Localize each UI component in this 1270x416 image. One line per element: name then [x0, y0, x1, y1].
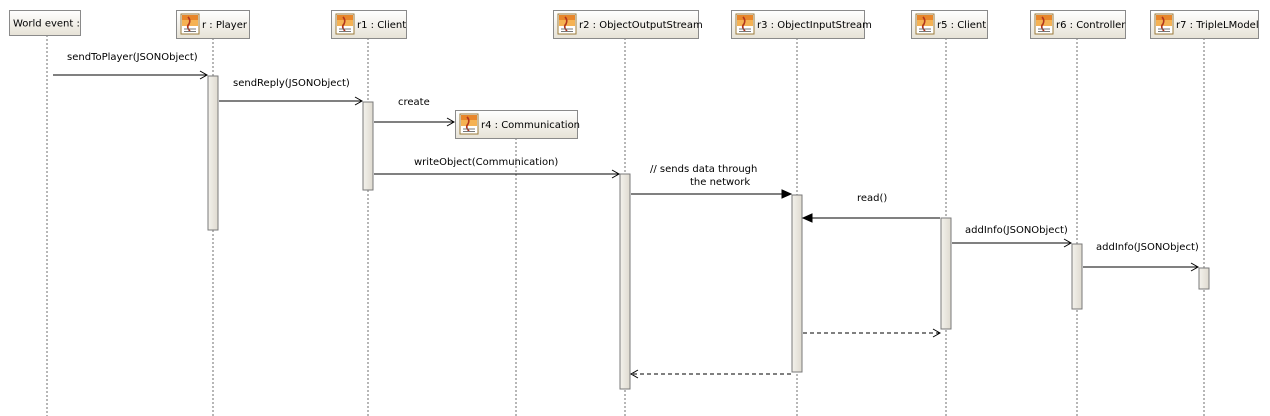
activation-r: [207, 75, 219, 231]
message-label: addInfo(JSONObject): [1096, 242, 1199, 253]
participant-r5[interactable]: r5 : Client: [911, 10, 988, 39]
participant-r1[interactable]: r1 : Client: [331, 10, 407, 39]
participant-r4[interactable]: r4 : Communication: [455, 110, 581, 139]
activation-r1: [362, 101, 374, 191]
actor-world-event-label: World event :: [13, 19, 80, 30]
participant-r7[interactable]: r7 : TripleLModel: [1150, 10, 1259, 39]
activation-r7: [1198, 267, 1210, 290]
class-icon: [180, 13, 200, 35]
participant-r3-label: r3 : ObjectInputStream: [757, 20, 872, 31]
message-m2-sendreply-jsonobject[interactable]: sendReply(JSONObject): [219, 78, 364, 106]
message-label: read(): [857, 193, 887, 204]
message-m10-return[interactable]: [629, 369, 791, 379]
arrow-head: [446, 117, 456, 127]
arrow-head: [781, 189, 793, 199]
activation-r2: [619, 173, 631, 390]
participant-r2-box: [553, 10, 699, 39]
participant-r5-label: r5 : Client: [937, 20, 986, 31]
arrow-head: [199, 70, 209, 80]
message-label: sendReply(JSONObject): [233, 78, 350, 89]
arrow-head: [1063, 238, 1073, 248]
arrow-head: [354, 96, 364, 106]
class-icon: [1034, 13, 1054, 35]
class-icon: [1154, 13, 1174, 35]
message-label: writeObject(Communication): [414, 157, 558, 168]
participant-r2[interactable]: r2 : ObjectOutputStream: [553, 10, 703, 39]
message-label: sendToPlayer(JSONObject): [67, 52, 198, 63]
activation-r6: [1071, 243, 1083, 310]
message-m7-addinfo-jsonobject[interactable]: addInfo(JSONObject): [952, 225, 1073, 248]
arrow-head: [932, 328, 942, 338]
class-icon: [735, 13, 755, 35]
participant-r6[interactable]: r6 : Controller: [1030, 10, 1127, 39]
message-m1-sendtoplayer-jsonobject[interactable]: sendToPlayer(JSONObject): [53, 52, 209, 80]
activation-r5: [940, 217, 952, 330]
actor-world-event-box: [9, 10, 81, 36]
participant-r-label: r : Player: [202, 20, 248, 31]
participant-r7-label: r7 : TripleLModel: [1176, 20, 1259, 31]
class-icon: [557, 13, 577, 35]
activation-r3: [791, 194, 803, 373]
message-m6-read[interactable]: read(): [801, 193, 940, 223]
arrow-head: [611, 169, 621, 179]
arrow-head: [629, 369, 639, 379]
message-m4-writeobject-communication[interactable]: writeObject(Communication): [374, 157, 621, 179]
message-label: create: [398, 97, 430, 108]
message-m8-addinfo-jsonobject[interactable]: addInfo(JSONObject): [1083, 242, 1200, 272]
arrow-head: [801, 213, 813, 223]
participant-r[interactable]: r : Player: [176, 10, 250, 39]
class-icon: [459, 113, 479, 135]
arrow-head: [1190, 262, 1200, 272]
message-m3-create[interactable]: create: [374, 97, 456, 127]
actor-world-event[interactable]: World event :: [9, 10, 81, 36]
participant-r4-label: r4 : Communication: [481, 120, 580, 131]
message-m9-return[interactable]: [803, 328, 942, 338]
class-icon: [335, 13, 355, 35]
class-icon: [915, 13, 935, 35]
message-label: addInfo(JSONObject): [965, 225, 1068, 236]
participant-r6-label: r6 : Controller: [1056, 20, 1126, 31]
participant-r2-label: r2 : ObjectOutputStream: [579, 20, 703, 31]
participant-r3[interactable]: r3 : ObjectInputStream: [731, 10, 872, 39]
participant-r1-label: r1 : Client: [357, 20, 406, 31]
